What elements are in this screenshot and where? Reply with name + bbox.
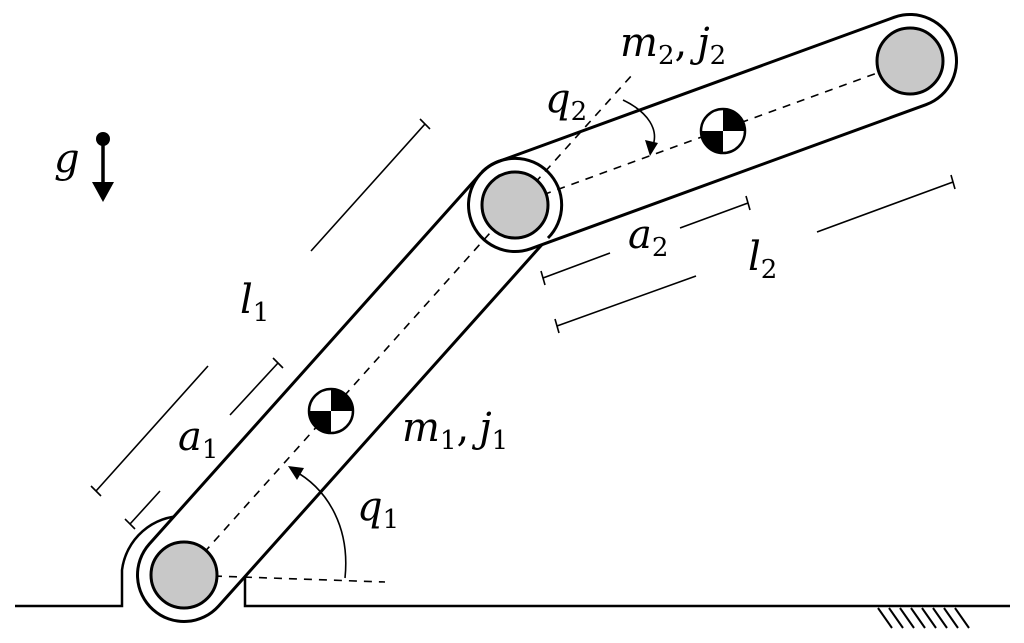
link2-com-marker	[699, 107, 747, 155]
base-joint	[149, 540, 219, 610]
q2-arrowhead	[645, 140, 658, 156]
q1-label: q1	[357, 484, 399, 535]
dim-a2	[540, 195, 751, 286]
a2-label: a2	[628, 212, 668, 263]
link2-mass-inertia-label: m2,j2	[620, 20, 726, 71]
gravity-label: g	[54, 136, 80, 182]
end-joint	[875, 26, 945, 96]
link1-com-marker	[307, 387, 355, 435]
gravity-arrow	[92, 132, 114, 202]
q2-label: q2	[545, 76, 587, 127]
dim-l1	[90, 118, 431, 497]
dim-a1	[124, 357, 284, 530]
q1-arc	[292, 469, 347, 579]
link1-mass-inertia-label: m1,j1	[402, 405, 508, 456]
dim-l2	[554, 174, 956, 334]
elbow-joint	[480, 170, 550, 240]
l1-label: l1	[240, 277, 269, 328]
l2-label: l2	[748, 234, 777, 285]
a1-label: a1	[178, 414, 218, 465]
elbow-cap-outline	[480, 156, 564, 240]
q1-arrowhead	[288, 466, 304, 480]
ground-hatch	[877, 607, 970, 629]
